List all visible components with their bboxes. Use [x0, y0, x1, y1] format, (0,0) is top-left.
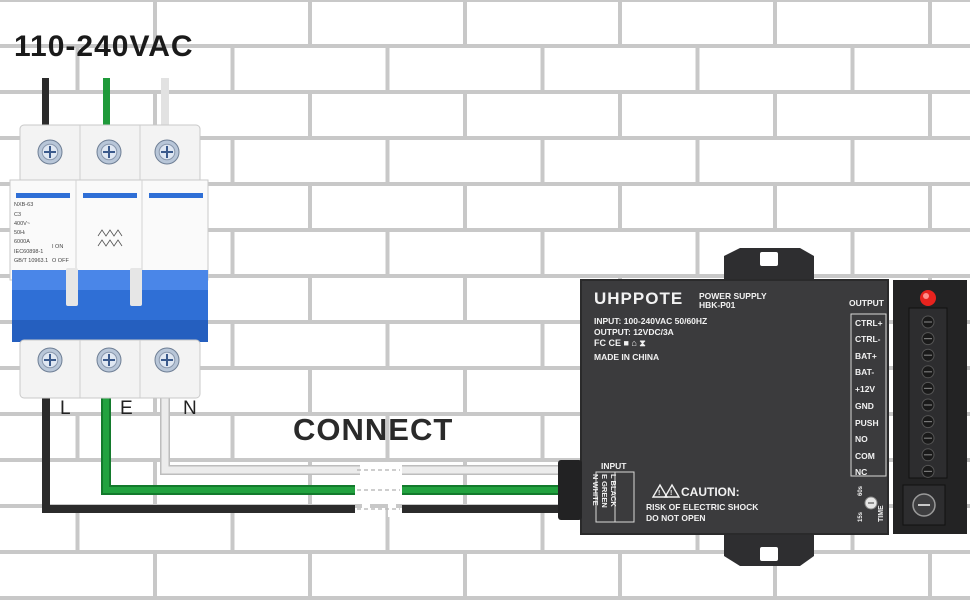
- breaker-on-label: I ON: [52, 244, 64, 250]
- timer-label: TIME: [878, 505, 885, 522]
- breaker-bottom-screw-icon: [37, 347, 63, 373]
- psu-product-line-1: POWER SUPPLY: [699, 291, 767, 301]
- breaker-model: NXB-63: [14, 202, 34, 208]
- svg-text:!: !: [658, 490, 660, 497]
- connect-label: CONNECT: [293, 412, 454, 447]
- output-terminal-screw-icon: [921, 415, 935, 429]
- terminal-bat-plus: BAT+: [855, 351, 877, 361]
- svg-text:!: !: [670, 490, 672, 497]
- earth-wire-top: [103, 78, 110, 126]
- caution-title: CAUTION:: [681, 485, 740, 499]
- neutral-wire-top: [161, 78, 169, 126]
- psu-input-spec: INPUT: 100-240VAC 50/60HZ: [594, 316, 708, 326]
- output-terminal-screw-icon: [921, 464, 935, 478]
- breaker-top-screw-icon: [37, 139, 63, 165]
- breaker-standard-1: IEC60898-1: [14, 249, 44, 255]
- terminal-push: PUSH: [855, 418, 879, 428]
- breaker-capacity: 6000A: [14, 239, 30, 245]
- breaker-top-screw-icon: [96, 139, 122, 165]
- breaker-rating: C3: [14, 212, 22, 218]
- input-terminal-n: N WHITE: [591, 474, 600, 506]
- line-wire: [42, 395, 355, 513]
- psu-product-line-2: HBK-P01: [699, 300, 736, 310]
- psu-brand-logo: UHPPOTE: [594, 289, 684, 308]
- timer-min-label: 15s: [858, 511, 864, 522]
- breaker-frequency: 50Hₗ: [14, 230, 26, 236]
- output-terminal-screw-icon: [921, 332, 935, 346]
- breaker-bottom-screw-icon: [154, 347, 180, 373]
- breaker-bottom-screw-icon: [96, 347, 122, 373]
- caution-line-2: DO NOT OPEN: [646, 513, 706, 523]
- output-terminal-screw-icon: [921, 348, 935, 362]
- breaker-off-label: O OFF: [52, 258, 69, 264]
- warning-triangle-icon: [651, 483, 681, 498]
- psu-output-spec: OUTPUT: 12VDC/3A: [594, 327, 674, 337]
- terminal-no: NO: [855, 434, 868, 444]
- output-terminal-screw-icon: [921, 448, 935, 462]
- output-terminal-screw-icon: [921, 431, 935, 445]
- voltage-title: 110-240VAC: [14, 30, 194, 63]
- terminal-bat-minus: BAT-: [855, 367, 875, 377]
- output-terminal-screw-icon: [921, 365, 935, 379]
- terminal-ctrl-plus: CTRL+: [855, 318, 883, 328]
- wire-label-neutral: N: [183, 398, 197, 419]
- timer-max-label: 60s: [858, 485, 864, 496]
- timer-adjust-knob[interactable]: [912, 493, 936, 517]
- input-terminal-e: E GREEN: [600, 474, 609, 508]
- breaker-standard-2: GB/T 10963.1: [14, 258, 49, 264]
- terminal-nc: NC: [855, 467, 868, 477]
- input-terminal-l: L BLACK: [609, 474, 618, 507]
- terminal-com: COM: [855, 451, 875, 461]
- input-header: INPUT: [601, 461, 627, 471]
- output-terminal-screw-icon: [921, 315, 935, 329]
- caution-line-1: RISK OF ELECTRIC SHOCK: [646, 502, 759, 512]
- psu-cert-marks: FC CE ■ ⌂ ⧗: [594, 338, 646, 348]
- breaker-voltage: 400V~: [14, 221, 31, 227]
- terminal-12v: +12V: [855, 384, 876, 394]
- timer-indicator-icon: [864, 496, 878, 510]
- cable-gland: [558, 460, 582, 520]
- line-wire-top: [42, 78, 49, 126]
- output-terminal-screw-icon: [921, 398, 935, 412]
- breaker-top-screw-icon: [154, 139, 180, 165]
- terminal-ctrl-minus: CTRL-: [855, 334, 881, 344]
- output-header: OUTPUT: [849, 298, 884, 308]
- output-terminal-screw-icon: [921, 381, 935, 395]
- psu-origin: MADE IN CHINA: [594, 352, 660, 362]
- terminal-gnd: GND: [855, 401, 874, 411]
- wire-label-earth: E: [120, 398, 133, 419]
- wire-label-line: L: [60, 398, 71, 419]
